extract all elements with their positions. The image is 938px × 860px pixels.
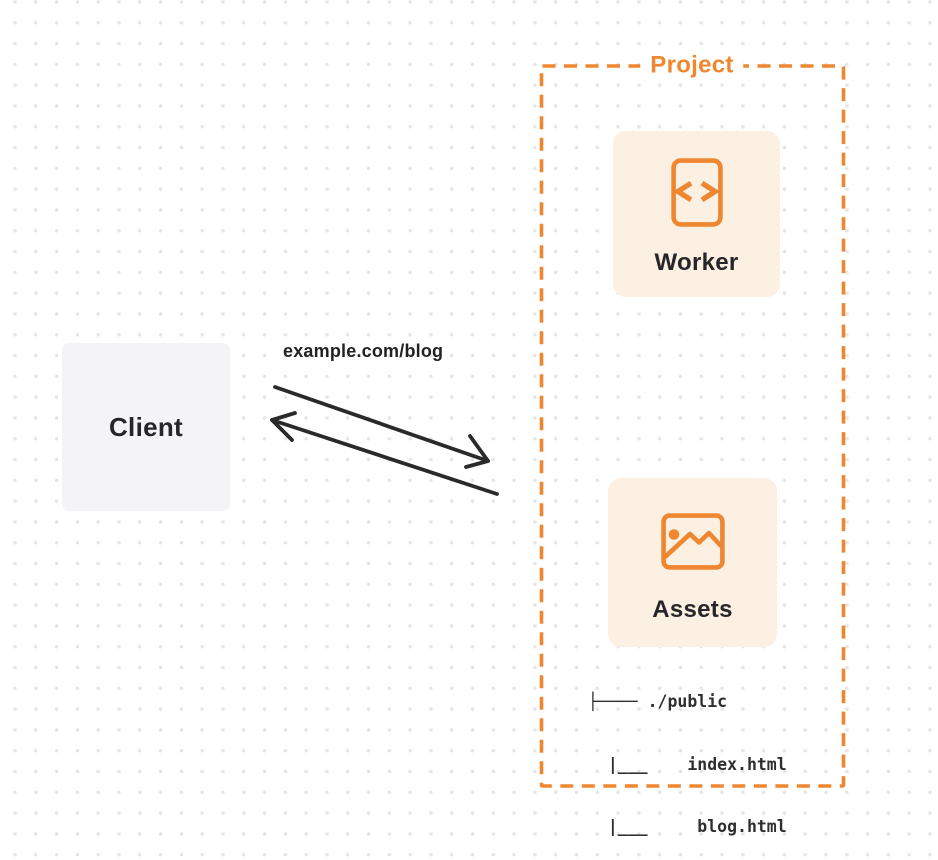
client-label: Client	[108, 411, 184, 442]
assets-file-tree: ├──── ./public |___ index.html |___ blog…	[588, 651, 787, 860]
assets-label: Assets	[652, 596, 733, 623]
request-url-label: example.com/blog	[283, 341, 444, 361]
client-node: Client	[62, 343, 230, 511]
image-icon	[660, 513, 725, 570]
project-label: Project	[640, 51, 744, 80]
worker-label: Worker	[654, 249, 739, 276]
tree-line-blog: |___ blog.html	[588, 816, 787, 836]
tree-line-public: ├──── ./public	[588, 692, 728, 712]
worker-node: Worker	[613, 131, 780, 297]
response-arrow	[270, 411, 499, 496]
tree-line-index: |___ index.html	[588, 754, 787, 774]
assets-node: Assets	[608, 478, 777, 647]
request-arrow	[273, 385, 490, 469]
code-file-icon	[670, 158, 723, 227]
